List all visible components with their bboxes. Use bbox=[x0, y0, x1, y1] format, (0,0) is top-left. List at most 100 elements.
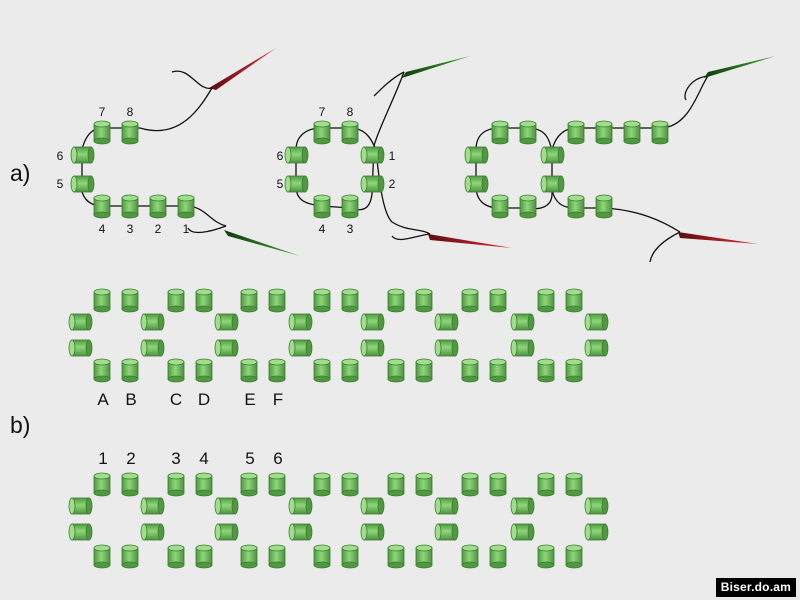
column-number: 3 bbox=[171, 449, 180, 468]
bead bbox=[489, 288, 507, 313]
bead bbox=[70, 175, 95, 193]
bead bbox=[167, 544, 185, 569]
bead bbox=[584, 339, 609, 357]
needle-green-1 bbox=[224, 230, 300, 256]
bead bbox=[360, 313, 385, 331]
bead bbox=[341, 544, 359, 569]
bead bbox=[167, 358, 185, 383]
bead bbox=[68, 313, 93, 331]
bead-number: 7 bbox=[319, 105, 326, 119]
column-letter: A bbox=[97, 390, 109, 409]
bead bbox=[195, 288, 213, 313]
bead bbox=[68, 523, 93, 541]
bead bbox=[313, 544, 331, 569]
bead-number: 8 bbox=[347, 105, 354, 119]
bead bbox=[537, 544, 555, 569]
bead-number: 7 bbox=[99, 105, 106, 119]
bead-number: 2 bbox=[155, 222, 162, 236]
column-letter: C bbox=[170, 390, 182, 409]
bead-layer bbox=[68, 120, 669, 569]
bead bbox=[567, 120, 585, 145]
bead bbox=[167, 288, 185, 313]
bead bbox=[489, 358, 507, 383]
bead bbox=[540, 175, 565, 193]
bead bbox=[214, 313, 239, 331]
bead bbox=[360, 146, 385, 164]
bead bbox=[195, 472, 213, 497]
bead-number: 4 bbox=[319, 222, 326, 236]
bead bbox=[240, 472, 258, 497]
bead bbox=[70, 146, 95, 164]
column-number: 6 bbox=[273, 449, 282, 468]
section-label-a: a) bbox=[10, 160, 31, 186]
bead-number: 6 bbox=[277, 149, 284, 163]
bead bbox=[651, 120, 669, 145]
column-letter: B bbox=[125, 390, 136, 409]
bead bbox=[415, 544, 433, 569]
bead bbox=[195, 358, 213, 383]
watermark-logo: Biser.do.am bbox=[715, 578, 796, 597]
bead-number: 6 bbox=[57, 149, 64, 163]
bead bbox=[214, 497, 239, 515]
bead bbox=[313, 358, 331, 383]
column-number: 1 bbox=[98, 449, 107, 468]
bead bbox=[93, 194, 111, 219]
bead bbox=[537, 472, 555, 497]
bead-number: 8 bbox=[127, 105, 134, 119]
bead bbox=[288, 497, 313, 515]
bead bbox=[313, 472, 331, 497]
bead bbox=[510, 313, 535, 331]
column-number: 2 bbox=[126, 449, 135, 468]
bead bbox=[140, 313, 165, 331]
bead bbox=[565, 544, 583, 569]
bead bbox=[387, 544, 405, 569]
bead bbox=[595, 194, 613, 219]
bead bbox=[140, 523, 165, 541]
column-letter: E bbox=[244, 390, 255, 409]
bead bbox=[284, 175, 309, 193]
bead bbox=[461, 472, 479, 497]
bead bbox=[387, 472, 405, 497]
bead-number: 3 bbox=[127, 222, 134, 236]
bead bbox=[584, 313, 609, 331]
bead bbox=[140, 339, 165, 357]
bead bbox=[121, 120, 139, 145]
bead bbox=[68, 497, 93, 515]
bead bbox=[510, 339, 535, 357]
bead bbox=[121, 194, 139, 219]
bead bbox=[341, 120, 359, 145]
bead-number: 1 bbox=[183, 222, 190, 236]
needle-green-3 bbox=[704, 56, 776, 78]
bead-number: 1 bbox=[389, 149, 396, 163]
bead bbox=[93, 358, 111, 383]
bead bbox=[461, 358, 479, 383]
needle-green-2 bbox=[402, 56, 470, 78]
bead bbox=[93, 288, 111, 313]
bead bbox=[540, 146, 565, 164]
bead bbox=[510, 497, 535, 515]
bead bbox=[519, 120, 537, 145]
needles bbox=[209, 48, 776, 256]
bead bbox=[415, 288, 433, 313]
column-number: 5 bbox=[245, 449, 254, 468]
bead bbox=[387, 288, 405, 313]
bead bbox=[360, 339, 385, 357]
bead bbox=[313, 288, 331, 313]
bead bbox=[121, 472, 139, 497]
bead bbox=[268, 288, 286, 313]
bead bbox=[510, 523, 535, 541]
bead bbox=[491, 194, 509, 219]
bead bbox=[567, 194, 585, 219]
bead bbox=[489, 472, 507, 497]
needle-red-2 bbox=[428, 234, 512, 248]
bead bbox=[288, 313, 313, 331]
bead bbox=[565, 288, 583, 313]
bead bbox=[68, 339, 93, 357]
bead bbox=[313, 120, 331, 145]
thread-diagram-a3 bbox=[475, 75, 709, 263]
bead bbox=[288, 339, 313, 357]
bead bbox=[491, 120, 509, 145]
bead bbox=[565, 472, 583, 497]
